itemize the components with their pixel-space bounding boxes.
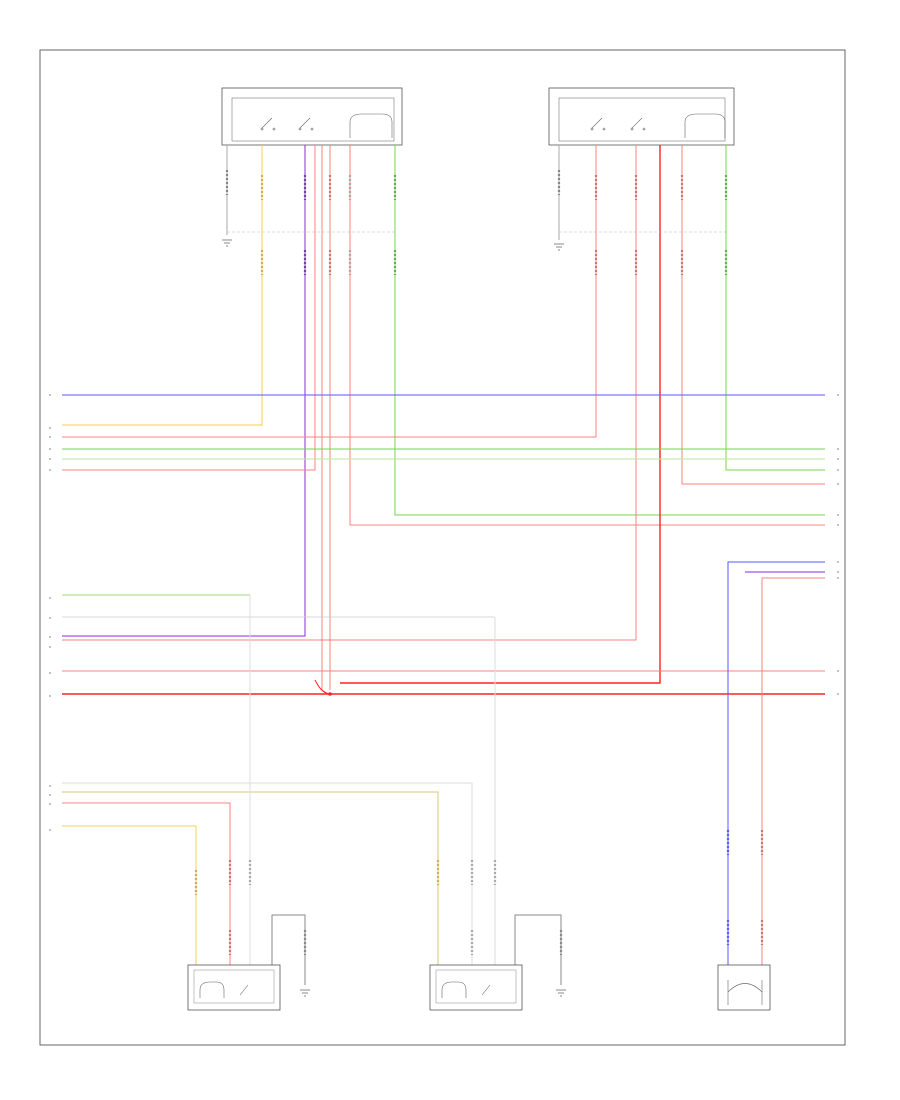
pin-dot <box>837 561 839 563</box>
wire-red-tr-b <box>62 145 637 641</box>
top-right-switch-2 <box>630 117 646 131</box>
top-right-motor-symbol <box>684 113 726 138</box>
pin-dot <box>49 803 51 805</box>
pin-dot <box>49 469 51 471</box>
bottom-left-module <box>187 964 281 1011</box>
left-pin-numbers <box>49 394 51 831</box>
ground-symbols <box>222 239 566 997</box>
top-left-module-box <box>221 87 403 146</box>
top-right-module-box <box>548 87 735 146</box>
pin-dot <box>837 571 839 573</box>
wire-red-tl-a <box>62 145 316 471</box>
ground-icon <box>222 239 232 247</box>
bottom-right-motor-symbol <box>727 980 763 1005</box>
wire-purple-tl <box>62 145 306 637</box>
pin-dot <box>49 427 51 429</box>
pin-dot <box>837 693 839 695</box>
pin-dot <box>49 448 51 450</box>
bottom-right-module-box <box>717 964 771 1011</box>
pin-dot <box>837 469 839 471</box>
bottom-right-module <box>717 964 771 1011</box>
wire-yellow-tl <box>62 145 263 426</box>
pin-dot <box>49 458 51 460</box>
right-pin-numbers <box>837 394 839 695</box>
pin-dot <box>837 458 839 460</box>
pin-dot <box>837 448 839 450</box>
pin-dot <box>837 524 839 526</box>
pin-dot <box>49 597 51 599</box>
wire-green-tr <box>725 145 825 471</box>
ground-icon <box>554 243 564 251</box>
top-left-wires <box>62 145 825 696</box>
wire-yellow-bm <box>62 791 439 965</box>
top-left-switch-2 <box>298 117 314 131</box>
bottom-wires <box>62 595 562 985</box>
wire-red-tl-b <box>321 145 331 696</box>
pin-dot <box>837 483 839 485</box>
ground-icon <box>300 989 310 997</box>
wire-gray-bl-1 <box>62 782 473 965</box>
pin-dot <box>837 514 839 516</box>
bottom-left-motor-symbol <box>199 981 225 998</box>
pin-dot <box>49 794 51 796</box>
pin-dot <box>49 695 51 697</box>
bottom-mid-module-inner <box>435 969 517 1004</box>
connector-marks <box>194 170 764 955</box>
pin-dot <box>837 670 839 672</box>
splice-point <box>328 692 332 696</box>
right-drops <box>727 561 825 965</box>
top-left-module <box>221 87 403 146</box>
bottom-mid-module-box <box>429 964 523 1011</box>
bottom-left-module-box <box>187 964 281 1011</box>
top-left-module-inner <box>231 97 395 142</box>
pin-dot <box>49 617 51 619</box>
ground-icon <box>556 989 566 997</box>
pin-dot <box>49 672 51 674</box>
wire-red-br <box>761 577 825 965</box>
bottom-mid-module <box>429 964 523 1011</box>
bottom-left-module-inner <box>193 969 275 1004</box>
top-left-motor-symbol <box>349 113 393 138</box>
wire-pink-bl <box>62 802 231 965</box>
wire-red-tr-c <box>340 145 661 684</box>
top-left-switch-1 <box>260 117 276 131</box>
pin-dot <box>49 829 51 831</box>
wire-green-tl <box>394 145 825 516</box>
wire-gray-tl <box>349 145 825 526</box>
top-right-switch-1 <box>590 117 606 131</box>
horizontal-buses <box>62 394 825 696</box>
wire-red-tr-a <box>62 145 597 438</box>
diagram-frame <box>39 49 846 1046</box>
pin-dot <box>49 394 51 396</box>
pin-dot <box>837 394 839 396</box>
pin-dot <box>49 636 51 638</box>
wire-red-tr-d <box>681 145 825 485</box>
top-right-wires <box>62 145 825 684</box>
wire-yellow-bl <box>62 825 197 965</box>
bottom-left-switch <box>239 984 249 996</box>
pin-dot <box>49 785 51 787</box>
top-right-module <box>548 87 735 146</box>
pin-dot <box>49 646 51 648</box>
bottom-mid-switch <box>481 984 491 996</box>
pin-dot <box>49 436 51 438</box>
pin-dot <box>837 577 839 579</box>
bottom-mid-motor-symbol <box>441 981 467 998</box>
wire-blue-br <box>727 561 825 965</box>
